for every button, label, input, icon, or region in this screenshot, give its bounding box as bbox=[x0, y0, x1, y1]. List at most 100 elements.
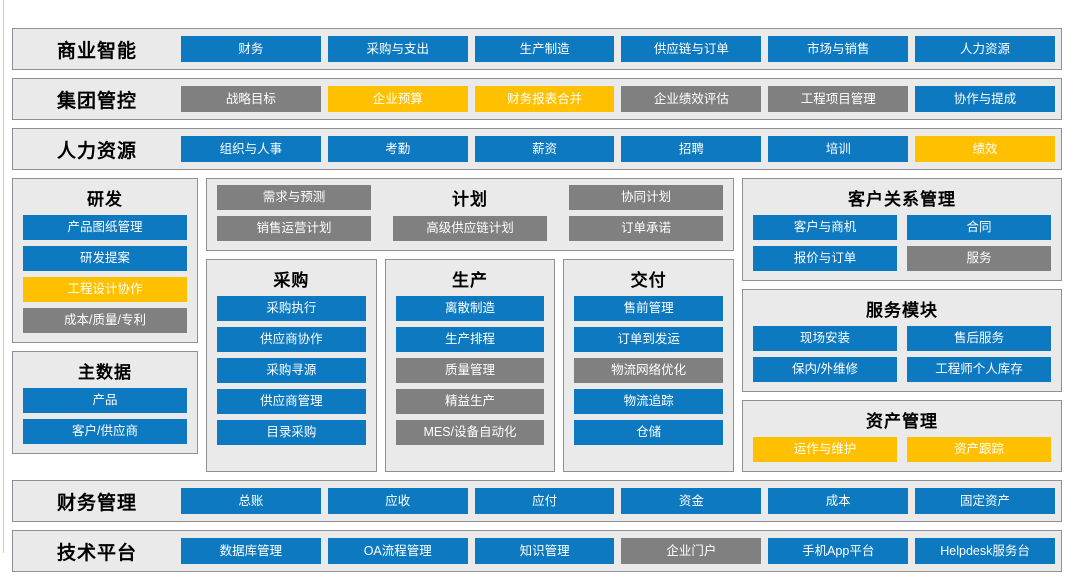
panel-title-master-data: 主数据 bbox=[78, 363, 132, 382]
module-product[interactable]: 产品 bbox=[23, 388, 187, 413]
module-mobile-app-platform[interactable]: 手机App平台 bbox=[768, 538, 909, 564]
module-attendance[interactable]: 考勤 bbox=[327, 136, 468, 162]
module-training[interactable]: 培训 bbox=[768, 136, 909, 162]
module-performance[interactable]: 绩效 bbox=[915, 136, 1055, 162]
module-discrete-manufacturing[interactable]: 离散制造 bbox=[395, 296, 545, 321]
module-financial-consolidation[interactable]: 财务报表合并 bbox=[474, 86, 615, 112]
module-strategic-goals[interactable]: 战略目标 bbox=[181, 86, 321, 112]
module-logistics-tracking[interactable]: 物流追踪 bbox=[574, 389, 724, 414]
band-human-resources: 人力资源 组织与人事 考勤 薪资 招聘 培训 绩效 bbox=[12, 128, 1062, 170]
band-cells-group-governance: 战略目标 企业预算 财务报表合并 企业绩效评估 工程项目管理 协作与提成 bbox=[181, 86, 1055, 112]
band-title-technology-platform: 技术平台 bbox=[56, 542, 137, 564]
module-database-management[interactable]: 数据库管理 bbox=[181, 538, 321, 564]
module-engineer-personal-inventory[interactable]: 工程师个人库存 bbox=[907, 357, 1051, 382]
module-enterprise-budget[interactable]: 企业预算 bbox=[327, 86, 468, 112]
module-finance[interactable]: 财务 bbox=[181, 36, 321, 62]
panel-title-asset-management: 资产管理 bbox=[866, 412, 938, 431]
band-financial-management: 财务管理 总账 应收 应付 资金 成本 固定资产 bbox=[12, 480, 1062, 522]
module-supply-chain-orders[interactable]: 供应链与订单 bbox=[621, 36, 762, 62]
module-operation-maintenance[interactable]: 运作与维护 bbox=[753, 437, 897, 462]
module-manufacturing[interactable]: 生产制造 bbox=[474, 36, 615, 62]
module-catalog-purchasing[interactable]: 目录采购 bbox=[217, 420, 366, 445]
module-advanced-supply-chain-planning[interactable]: 高级供应链计划 bbox=[393, 216, 547, 241]
module-quote-order[interactable]: 报价与订单 bbox=[753, 246, 897, 271]
panel-title-planning: 计划 bbox=[452, 190, 488, 209]
module-product-drawing-mgmt[interactable]: 产品图纸管理 bbox=[23, 215, 187, 240]
band-title-business-intelligence: 商业智能 bbox=[56, 40, 137, 62]
module-rnd-proposal[interactable]: 研发提案 bbox=[23, 246, 187, 271]
module-performance-evaluation[interactable]: 企业绩效评估 bbox=[621, 86, 762, 112]
module-enterprise-portal[interactable]: 企业门户 bbox=[621, 538, 762, 564]
module-human-resources[interactable]: 人力资源 bbox=[915, 36, 1055, 62]
band-group-governance: 集团管控 战略目标 企业预算 财务报表合并 企业绩效评估 工程项目管理 协作与提… bbox=[12, 78, 1062, 120]
module-supplier-management[interactable]: 供应商管理 bbox=[217, 389, 366, 414]
module-accounts-receivable[interactable]: 应收 bbox=[327, 488, 468, 514]
module-engineering-design-collab[interactable]: 工程设计协作 bbox=[23, 277, 187, 302]
module-customer-supplier[interactable]: 客户/供应商 bbox=[23, 419, 187, 444]
module-presales-management[interactable]: 售前管理 bbox=[574, 296, 724, 321]
module-mes-equipment-automation[interactable]: MES/设备自动化 bbox=[395, 420, 545, 445]
module-purchase-execution[interactable]: 采购执行 bbox=[217, 296, 366, 321]
module-cost-quality-patent[interactable]: 成本/质量/专利 bbox=[23, 308, 187, 333]
panel-title-production: 生产 bbox=[452, 271, 488, 290]
enterprise-architecture-map: 商业智能 财务 采购与支出 生产制造 供应链与订单 市场与销售 人力资源 集团管… bbox=[3, 0, 1062, 572]
band-cells-technology-platform: 数据库管理 OA流程管理 知识管理 企业门户 手机App平台 Helpdesk服… bbox=[181, 538, 1055, 564]
panel-delivery: 交付 售前管理 订单到发运 物流网络优化 物流追踪 仓储 bbox=[563, 259, 735, 472]
module-procurement-spend[interactable]: 采购与支出 bbox=[327, 36, 468, 62]
module-fixed-assets[interactable]: 固定资产 bbox=[915, 488, 1055, 514]
left-edge-rule bbox=[3, 0, 4, 553]
module-after-sales-service[interactable]: 售后服务 bbox=[907, 326, 1051, 351]
module-engineering-project-mgmt[interactable]: 工程项目管理 bbox=[768, 86, 909, 112]
panel-title-rnd: 研发 bbox=[87, 190, 123, 209]
band-title-financial-management: 财务管理 bbox=[56, 492, 137, 514]
module-production-scheduling[interactable]: 生产排程 bbox=[395, 327, 545, 352]
column-right: 客户关系管理 客户与商机 合同 报价与订单 服务 服务模块 现场安装 售后服务 … bbox=[742, 178, 1062, 472]
module-warehousing[interactable]: 仓储 bbox=[574, 420, 724, 445]
module-supplier-collaboration[interactable]: 供应商协作 bbox=[217, 327, 366, 352]
module-payroll[interactable]: 薪资 bbox=[474, 136, 615, 162]
panel-planning: 需求与预测 计划 协同计划 销售运营计划 高级供应链计划 订单承诺 bbox=[206, 178, 734, 251]
column-left: 研发 产品图纸管理 研发提案 工程设计协作 成本/质量/专利 主数据 产品 客户… bbox=[12, 178, 198, 472]
module-order-promise[interactable]: 订单承诺 bbox=[569, 216, 723, 241]
planning-grid: 需求与预测 计划 协同计划 销售运营计划 高级供应链计划 订单承诺 bbox=[217, 185, 723, 241]
module-helpdesk[interactable]: Helpdesk服务台 bbox=[915, 538, 1055, 564]
module-org-personnel[interactable]: 组织与人事 bbox=[181, 136, 321, 162]
asset-grid: 运作与维护 资产跟踪 bbox=[753, 437, 1051, 462]
module-asset-tracking[interactable]: 资产跟踪 bbox=[907, 437, 1051, 462]
module-warranty-repair[interactable]: 保内/外维修 bbox=[753, 357, 897, 382]
module-lean-production[interactable]: 精益生产 bbox=[395, 389, 545, 414]
panel-crm: 客户关系管理 客户与商机 合同 报价与订单 服务 bbox=[742, 178, 1062, 281]
module-demand-forecast[interactable]: 需求与预测 bbox=[217, 185, 371, 210]
panel-asset-management: 资产管理 运作与维护 资产跟踪 bbox=[742, 400, 1062, 472]
module-contract[interactable]: 合同 bbox=[907, 215, 1051, 240]
panel-title-delivery: 交付 bbox=[630, 271, 667, 290]
middle-section: 研发 产品图纸管理 研发提案 工程设计协作 成本/质量/专利 主数据 产品 客户… bbox=[12, 178, 1062, 472]
module-collaboration-commission[interactable]: 协作与提成 bbox=[915, 86, 1055, 112]
module-customer-opportunity[interactable]: 客户与商机 bbox=[753, 215, 897, 240]
module-oa-workflow[interactable]: OA流程管理 bbox=[327, 538, 468, 564]
panel-service-module: 服务模块 现场安装 售后服务 保内/外维修 工程师个人库存 bbox=[742, 289, 1062, 392]
panel-title-crm: 客户关系管理 bbox=[848, 190, 956, 209]
module-sourcing[interactable]: 采购寻源 bbox=[217, 358, 366, 383]
module-service[interactable]: 服务 bbox=[907, 246, 1051, 271]
module-treasury[interactable]: 资金 bbox=[621, 488, 762, 514]
module-accounts-payable[interactable]: 应付 bbox=[474, 488, 615, 514]
module-general-ledger[interactable]: 总账 bbox=[181, 488, 321, 514]
module-knowledge-management[interactable]: 知识管理 bbox=[474, 538, 615, 564]
module-marketing-sales[interactable]: 市场与销售 bbox=[768, 36, 909, 62]
module-recruitment[interactable]: 招聘 bbox=[621, 136, 762, 162]
band-cells-business-intelligence: 财务 采购与支出 生产制造 供应链与订单 市场与销售 人力资源 bbox=[181, 36, 1055, 62]
column-center: 需求与预测 计划 协同计划 销售运营计划 高级供应链计划 订单承诺 采购 采购执… bbox=[206, 178, 735, 472]
module-quality-management[interactable]: 质量管理 bbox=[395, 358, 545, 383]
band-title-group-governance: 集团管控 bbox=[56, 90, 137, 112]
module-onsite-installation[interactable]: 现场安装 bbox=[753, 326, 897, 351]
module-logistics-network-optimization[interactable]: 物流网络优化 bbox=[574, 358, 724, 383]
module-collaborative-planning[interactable]: 协同计划 bbox=[569, 185, 723, 210]
panel-rnd: 研发 产品图纸管理 研发提案 工程设计协作 成本/质量/专利 bbox=[12, 178, 198, 343]
module-order-to-shipment[interactable]: 订单到发运 bbox=[574, 327, 724, 352]
panel-master-data: 主数据 产品 客户/供应商 bbox=[12, 351, 198, 454]
module-cost-accounting[interactable]: 成本 bbox=[768, 488, 909, 514]
panel-production: 生产 离散制造 生产排程 质量管理 精益生产 MES/设备自动化 bbox=[384, 259, 556, 472]
operations-row: 采购 采购执行 供应商协作 采购寻源 供应商管理 目录采购 生产 离散制造 生产… bbox=[206, 259, 735, 472]
module-sales-operations-planning[interactable]: 销售运营计划 bbox=[217, 216, 371, 241]
